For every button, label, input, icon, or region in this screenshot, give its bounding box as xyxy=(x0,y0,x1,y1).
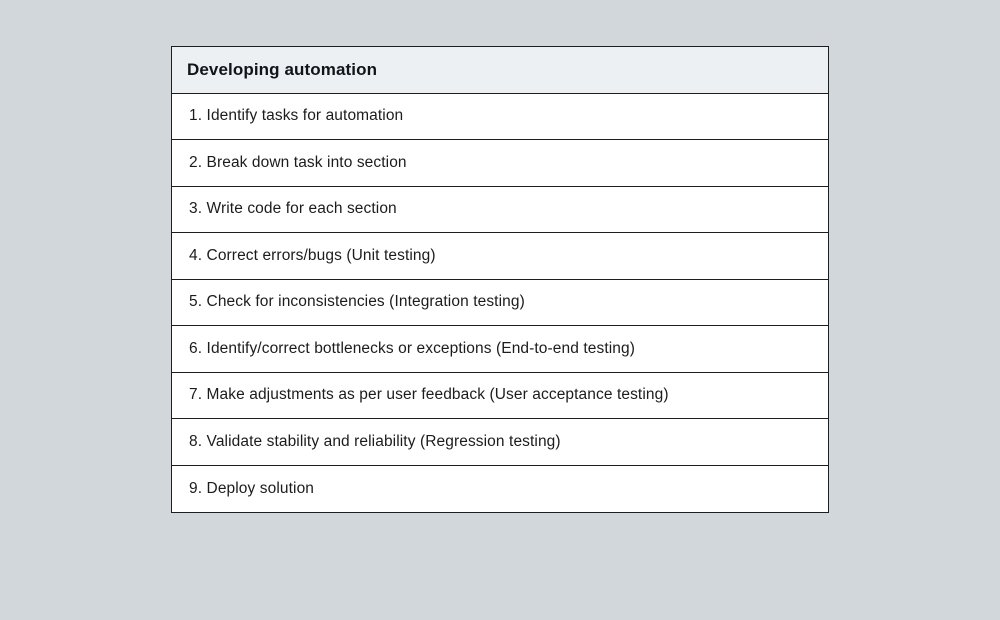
table-row-step-9: 9. Deploy solution xyxy=(172,465,828,512)
table-row-step-1: 1. Identify tasks for automation xyxy=(172,93,828,140)
table-row-step-6: 6. Identify/correct bottlenecks or excep… xyxy=(172,326,828,373)
table-title: Developing automation xyxy=(172,47,828,94)
table-row-step-5: 5. Check for inconsistencies (Integratio… xyxy=(172,279,828,326)
table-row-step-7: 7. Make adjustments as per user feedback… xyxy=(172,372,828,419)
table-row-step-4: 4. Correct errors/bugs (Unit testing) xyxy=(172,233,828,280)
table-row-step-8: 8. Validate stability and reliability (R… xyxy=(172,419,828,466)
developing-automation-table: Developing automation 1. Identify tasks … xyxy=(171,46,829,513)
table-row-step-3: 3. Write code for each section xyxy=(172,186,828,233)
table-row-step-2: 2. Break down task into section xyxy=(172,140,828,187)
